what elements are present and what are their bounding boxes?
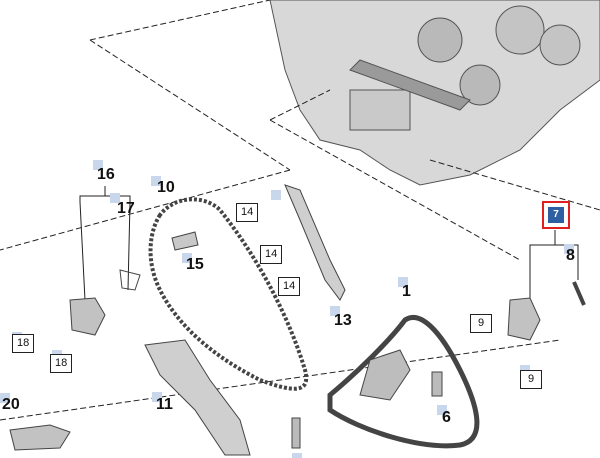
marker	[110, 193, 120, 203]
callout-9-lower[interactable]: 9	[520, 370, 542, 389]
guide-rail-13	[284, 184, 346, 301]
marker	[151, 176, 161, 186]
callout-14-top[interactable]: 14	[236, 203, 259, 222]
bracket-16	[79, 186, 131, 301]
part-15	[171, 231, 199, 251]
callout-18-right[interactable]: 18	[50, 354, 73, 373]
dashed-leaders	[0, 0, 600, 421]
marker	[0, 393, 10, 403]
callout-20[interactable]: 20	[2, 396, 20, 413]
callout-18-left[interactable]: 18	[12, 334, 35, 353]
drive-chain	[327, 315, 480, 449]
callout-11[interactable]: 11	[156, 396, 173, 413]
marker	[292, 453, 302, 458]
bolt	[291, 417, 301, 449]
marker	[271, 190, 281, 200]
part-6	[431, 371, 443, 397]
marker	[93, 160, 103, 170]
bracket-7	[529, 230, 579, 300]
marker	[437, 405, 447, 415]
tensioner-9	[507, 297, 541, 341]
engine-block	[269, 0, 600, 186]
callout-13[interactable]: 13	[334, 312, 352, 329]
callout-8[interactable]: 8	[566, 247, 575, 264]
callout-14-middle[interactable]: 14	[260, 245, 283, 264]
callout-17[interactable]: 17	[117, 200, 135, 217]
marker	[182, 253, 192, 263]
callout-7-highlight[interactable]: 7	[542, 201, 570, 229]
part-20	[9, 424, 71, 451]
callout-15[interactable]: 15	[186, 256, 204, 273]
callout-9-upper[interactable]: 9	[470, 314, 492, 333]
marker	[330, 306, 340, 316]
marker	[398, 277, 408, 287]
marker	[152, 392, 162, 402]
callout-14-bottom[interactable]: 14	[278, 277, 301, 296]
tensioner-1	[359, 349, 411, 401]
callout-16[interactable]: 16	[97, 166, 115, 183]
tensioner-18	[69, 297, 106, 336]
part-17	[119, 269, 141, 291]
callout-1[interactable]: 1	[402, 283, 411, 300]
marker	[564, 244, 574, 254]
guide-rail-11	[144, 339, 251, 456]
callout-7[interactable]: 7	[548, 207, 564, 223]
part-8	[572, 281, 586, 306]
callout-6[interactable]: 6	[442, 409, 451, 426]
callout-10[interactable]: 10	[157, 179, 175, 196]
timing-chain	[148, 197, 309, 391]
